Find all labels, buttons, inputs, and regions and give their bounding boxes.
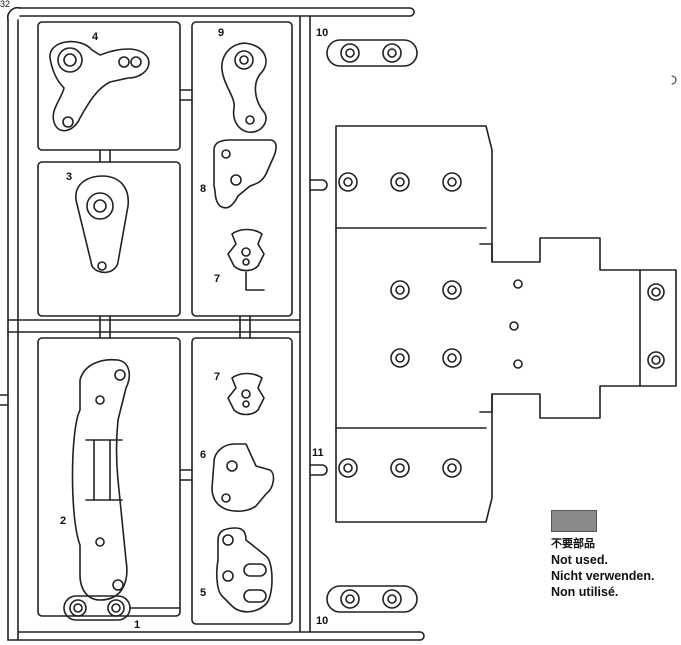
part-4-arm bbox=[49, 40, 150, 132]
part-label-1: 1 bbox=[134, 619, 140, 631]
part-11-chassis-plate bbox=[335, 125, 677, 523]
part-label-5: 5 bbox=[200, 587, 206, 599]
sprue-frame bbox=[0, 6, 425, 641]
part-7-clip-upper bbox=[227, 228, 265, 291]
legend-japanese: 不要部品 bbox=[551, 537, 595, 550]
part-8-plate bbox=[213, 139, 277, 209]
not-used-swatch bbox=[551, 510, 597, 532]
part-label-7-upper: 7 bbox=[214, 273, 220, 285]
part-2-bulkhead bbox=[71, 358, 131, 601]
part-7-clip-lower bbox=[227, 372, 265, 416]
part-9-arm bbox=[221, 42, 267, 133]
part-label-6: 6 bbox=[200, 449, 206, 461]
part-10-bracket-top bbox=[326, 39, 418, 67]
compartment-boxes bbox=[37, 21, 293, 625]
part-label-10-bottom: 10 bbox=[316, 615, 328, 627]
part-3-arm bbox=[75, 175, 129, 274]
legend-english: Not used. bbox=[551, 553, 608, 567]
part-label-4: 4 bbox=[92, 31, 99, 43]
part-label-9: 9 bbox=[218, 27, 224, 39]
part-label-8: 8 bbox=[200, 183, 206, 195]
part-5-mount bbox=[216, 527, 273, 613]
part-label-2: 2 bbox=[60, 515, 66, 527]
part-10-bracket-bottom bbox=[326, 585, 418, 613]
part-label-11: 11 bbox=[312, 447, 324, 459]
part-label-3: 3 bbox=[66, 171, 72, 183]
legend-german: Nicht verwenden. bbox=[551, 569, 655, 583]
part-label-10-top: 10 bbox=[316, 27, 328, 39]
legend-french: Non utilisé. bbox=[551, 585, 619, 599]
not-used-legend: 不要部品 Not used. Nicht verwenden. Non util… bbox=[551, 510, 681, 600]
part-6-plate bbox=[211, 443, 275, 512]
part-1-link bbox=[63, 595, 181, 621]
part-label-7-lower: 7 bbox=[214, 371, 220, 383]
chassis-holes bbox=[338, 172, 665, 478]
sheet-code: 32 bbox=[0, 0, 10, 9]
